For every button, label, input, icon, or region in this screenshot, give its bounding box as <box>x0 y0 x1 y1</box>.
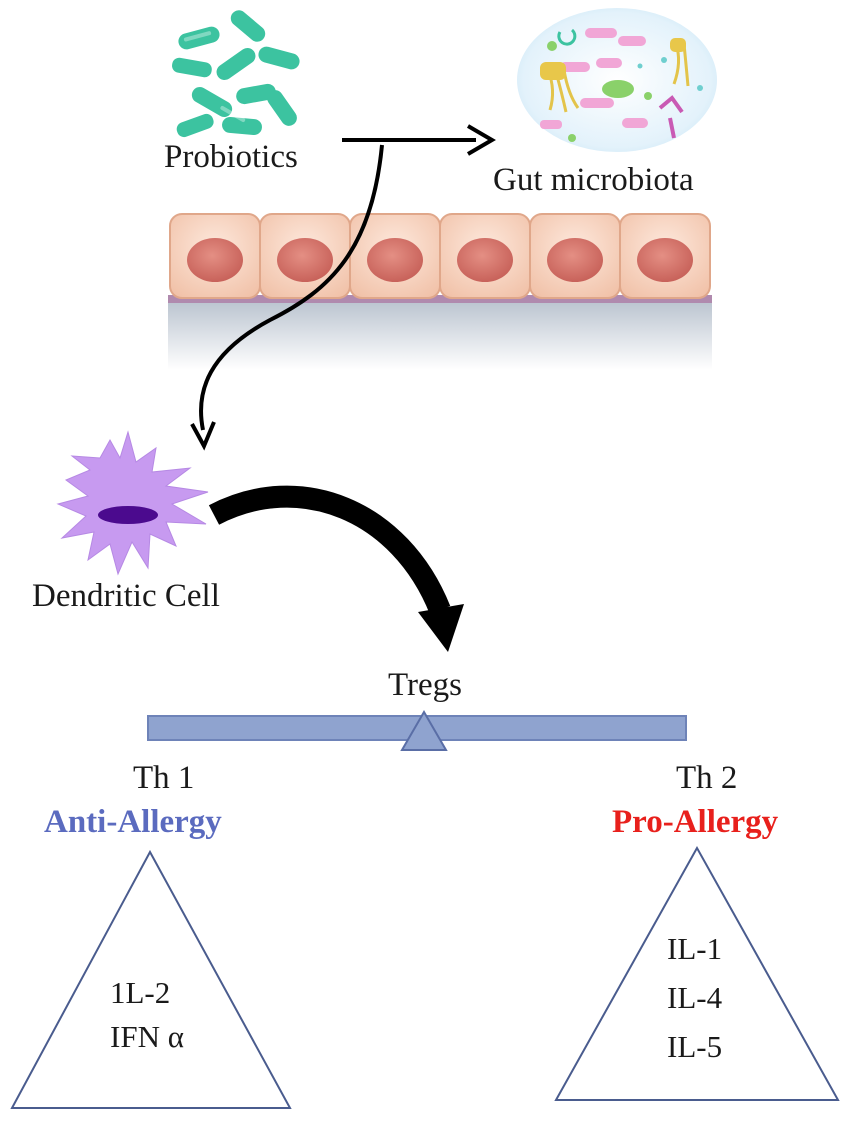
th1-cytokine-1: 1L-2 <box>110 975 170 1010</box>
th1-triangle <box>10 849 292 1109</box>
probiotics-to-dendritic-arrow <box>190 144 384 451</box>
dendritic-cell-label: Dendritic Cell <box>32 578 220 614</box>
anti-allergy-label: Anti-Allergy <box>44 804 222 840</box>
th1-cytokine-2: IFN α <box>110 1019 184 1054</box>
probiotics-bacteria-icon <box>172 10 300 138</box>
pro-allergy-label: Pro-Allergy <box>612 804 779 840</box>
probiotics-label: Probiotics <box>164 139 298 175</box>
intestinal-epithelium <box>168 213 712 370</box>
th2-cytokine-2: IL-4 <box>667 980 723 1015</box>
dendritic-cell-icon <box>56 430 209 576</box>
gut-microbiota-icon <box>517 8 717 152</box>
th2-cytokine-1: IL-1 <box>667 931 722 966</box>
dendritic-to-tregs-arrow <box>208 485 464 652</box>
balance-beam <box>147 710 687 751</box>
th2-cytokine-3: IL-5 <box>667 1029 722 1064</box>
th1-label: Th 1 <box>133 760 194 796</box>
tregs-label: Tregs <box>388 667 462 703</box>
probiotics-to-microbiota-arrow <box>342 124 496 156</box>
gut-microbiota-label: Gut microbiota <box>493 162 694 198</box>
th2-label: Th 2 <box>676 760 737 796</box>
th2-triangle <box>554 845 840 1101</box>
